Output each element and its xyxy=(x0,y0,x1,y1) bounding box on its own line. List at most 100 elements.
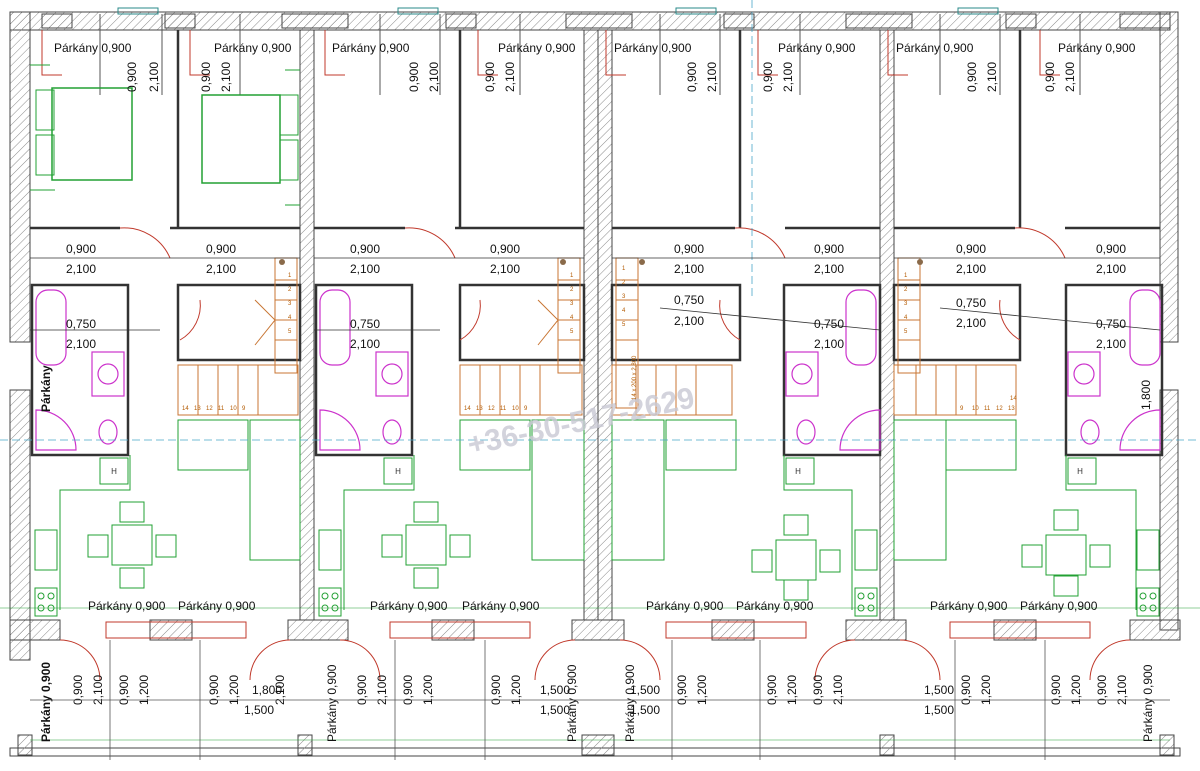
dim-text: 2,100 xyxy=(91,675,105,705)
step-number: 4 xyxy=(288,315,292,321)
heater-label: H xyxy=(795,467,801,476)
dining-tables xyxy=(87,501,1111,601)
bottom-wall-stubs xyxy=(9,619,1181,756)
bottom-vertical-labels: Párkány 0,900 Párkány 0,900 Párkány 0,90… xyxy=(39,662,1155,742)
sill-label: Párkány 0,900 xyxy=(930,599,1008,613)
dim-text: 1,500 xyxy=(924,683,954,697)
dim-text: 1,500 xyxy=(630,683,660,697)
bottom-windows xyxy=(105,621,1091,639)
dim-text: 2,100 xyxy=(273,675,287,705)
step-number: 4 xyxy=(570,315,574,321)
step-number: 12 xyxy=(996,406,1003,412)
dim-text: 0,900 xyxy=(1095,675,1109,705)
dim-text: 0,900 xyxy=(1096,242,1126,256)
step-number: 12 xyxy=(488,406,495,412)
dim-text: 0,750 xyxy=(674,293,704,307)
dim-text: 1,500 xyxy=(244,703,274,717)
sill-label: Párkány 0,900 xyxy=(214,41,292,55)
dim-text: 0,900 xyxy=(401,675,415,705)
step-number: 10 xyxy=(230,406,237,412)
bathroom-fixtures xyxy=(35,289,1161,451)
dim-text: 1,200 xyxy=(1069,675,1083,705)
bath-door-labels: 0,750 2,100 0,750 2,100 0,750 2,100 0,75… xyxy=(66,293,1126,351)
heaters: H H H H xyxy=(111,467,1083,476)
step-number: 9 xyxy=(524,406,528,412)
dim-text: 1,200 xyxy=(979,675,993,705)
dim-text: 0,900 xyxy=(66,242,96,256)
dim-text: 2,100 xyxy=(350,262,380,276)
dim-text: 0,900 xyxy=(1049,675,1063,705)
sill-label: Párkány 0,900 xyxy=(325,664,339,742)
heater-label: H xyxy=(111,467,117,476)
dim-text: 2,100 xyxy=(350,337,380,351)
step-number: 11 xyxy=(984,406,991,412)
dim-text: 1,500 xyxy=(540,683,570,697)
dim-text: 2,100 xyxy=(66,337,96,351)
step-number: 14 xyxy=(182,406,189,412)
dim-text: 1,200 xyxy=(421,675,435,705)
heater-label: H xyxy=(1077,467,1083,476)
top-dimension-lines xyxy=(41,14,1081,95)
dim-text: 0,750 xyxy=(814,317,844,331)
step-number: 10 xyxy=(972,406,979,412)
step-number: 2 xyxy=(622,280,626,286)
step-number: 3 xyxy=(570,301,574,307)
sill-label: Párkány 0,900 xyxy=(498,41,576,55)
sill-label: Párkány 0,900 xyxy=(778,41,856,55)
sill-label: Párkány 0,900 xyxy=(462,599,540,613)
sill-label: Párkány 0,900 xyxy=(646,599,724,613)
dim-text: 0,900 xyxy=(811,675,825,705)
sill-label: Párkány 0,900 xyxy=(1141,664,1155,742)
sill-label: Párkány 0,900 xyxy=(54,41,132,55)
dim-text: 2,100 xyxy=(1063,62,1077,92)
step-number: 14 xyxy=(1010,396,1017,402)
dim-text: 0,900 xyxy=(207,675,221,705)
dim-text: 0,900 xyxy=(125,62,139,92)
dim-text: 1,500 xyxy=(630,703,660,717)
bottom-dim-lines xyxy=(30,640,1170,760)
dim-text: 0,900 xyxy=(959,675,973,705)
step-number: 11 xyxy=(500,406,507,412)
step-number: 5 xyxy=(570,329,574,335)
dim-text: 0,900 xyxy=(814,242,844,256)
step-number: 9 xyxy=(960,406,964,412)
dim-text: 0,900 xyxy=(674,242,704,256)
dim-text: 1,800 xyxy=(252,683,282,697)
dim-text: 2,100 xyxy=(956,262,986,276)
step-number: 4 xyxy=(904,315,908,321)
dim-text: 1,200 xyxy=(509,675,523,705)
step-number: 5 xyxy=(622,322,626,328)
sill-label: Párkány 0,900 xyxy=(1020,599,1098,613)
step-number: 13 xyxy=(1008,406,1015,412)
top-windows xyxy=(41,7,1171,29)
dim-text: 2,100 xyxy=(705,62,719,92)
dim-text: 0,900 xyxy=(483,62,497,92)
dim-text: 1,500 xyxy=(924,703,954,717)
party-walls xyxy=(299,29,895,621)
step-number: 1 xyxy=(288,273,292,279)
sill-label: Párkány 0,900 xyxy=(88,599,166,613)
dim-text: 2,100 xyxy=(375,675,389,705)
side-sill-label: Párkány xyxy=(39,365,53,412)
step-number: 9 xyxy=(242,406,246,412)
dim-text: 0,750 xyxy=(350,317,380,331)
step-number: 1 xyxy=(622,266,626,272)
dim-text: 2,100 xyxy=(831,675,845,705)
interior-walls xyxy=(30,30,1164,457)
bed-left xyxy=(30,64,133,191)
dim-text: 1,200 xyxy=(695,675,709,705)
dim-text: 0,750 xyxy=(956,296,986,310)
sill-label: Párkány 0,900 xyxy=(623,664,637,742)
sill-label: Párkány 0,900 xyxy=(1058,41,1136,55)
dim-text: 0,900 xyxy=(71,675,85,705)
top-sill-labels: Párkány 0,900 Párkány 0,900 Párkány 0,90… xyxy=(54,41,1136,55)
grid-axes xyxy=(0,0,1200,441)
dim-text: 0,900 xyxy=(407,62,421,92)
step-number: 3 xyxy=(904,301,908,307)
dim-text: 0,900 xyxy=(965,62,979,92)
dim-text: 1,500 xyxy=(540,703,570,717)
long-guides xyxy=(0,607,1200,741)
dim-text: 2,100 xyxy=(1096,262,1126,276)
step-number: 1 xyxy=(570,273,574,279)
stair-anchor-dots xyxy=(279,259,923,265)
